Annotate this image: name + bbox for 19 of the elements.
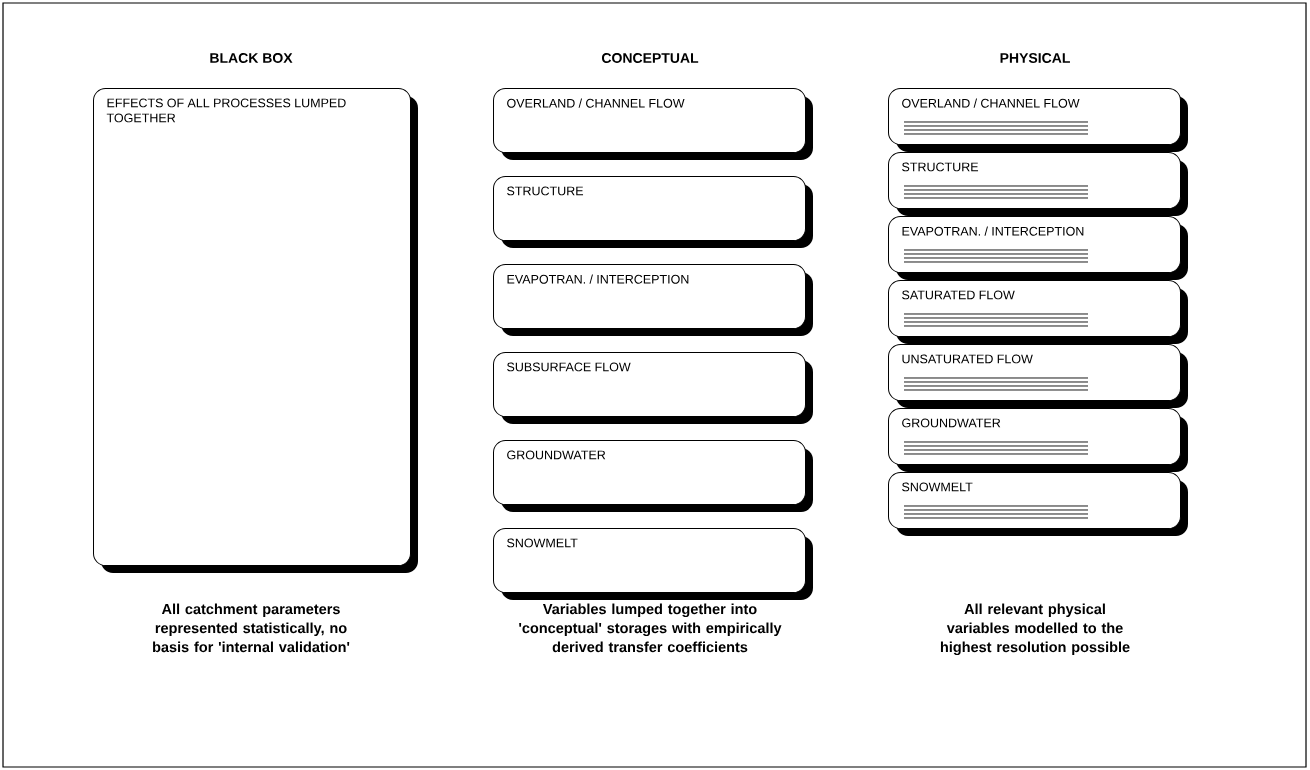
hatched-process-box: UNSATURATED FLOW	[888, 344, 1188, 408]
process-box: SNOWMELT	[493, 528, 813, 600]
hatched-process-box: OVERLAND / CHANNEL FLOW	[888, 88, 1188, 152]
hatched-process-box: SNOWMELT	[888, 472, 1188, 536]
hatched-process-box: SATURATED FLOW	[888, 280, 1188, 344]
column-heading: BLACK BOX	[210, 53, 293, 63]
hatched-process-box: EVAPOTRAN. / INTERCEPTION	[888, 216, 1188, 280]
column-heading: CONCEPTUAL	[602, 53, 699, 63]
column-heading: PHYSICAL	[1000, 53, 1070, 63]
process-box: GROUNDWATER	[493, 440, 813, 512]
process-box: SUBSURFACE FLOW	[493, 352, 813, 424]
process-box: STRUCTURE	[493, 176, 813, 248]
column-caption: All catchment parameters represented statistically, no basis for 'internal validation'	[153, 603, 350, 653]
column-caption: All relevant physical variables modelled to the highest resolution possible	[940, 603, 1130, 656]
hatched-process-box: STRUCTURE	[888, 152, 1188, 216]
process-box: OVERLAND / CHANNEL FLOW	[493, 88, 813, 160]
process-box: EFFECTS OF ALL PROCESSES LUMPED TOGETHER	[93, 88, 418, 573]
hatched-process-box: GROUNDWATER	[888, 408, 1188, 472]
process-box: EVAPOTRAN. / INTERCEPTION	[493, 264, 813, 336]
